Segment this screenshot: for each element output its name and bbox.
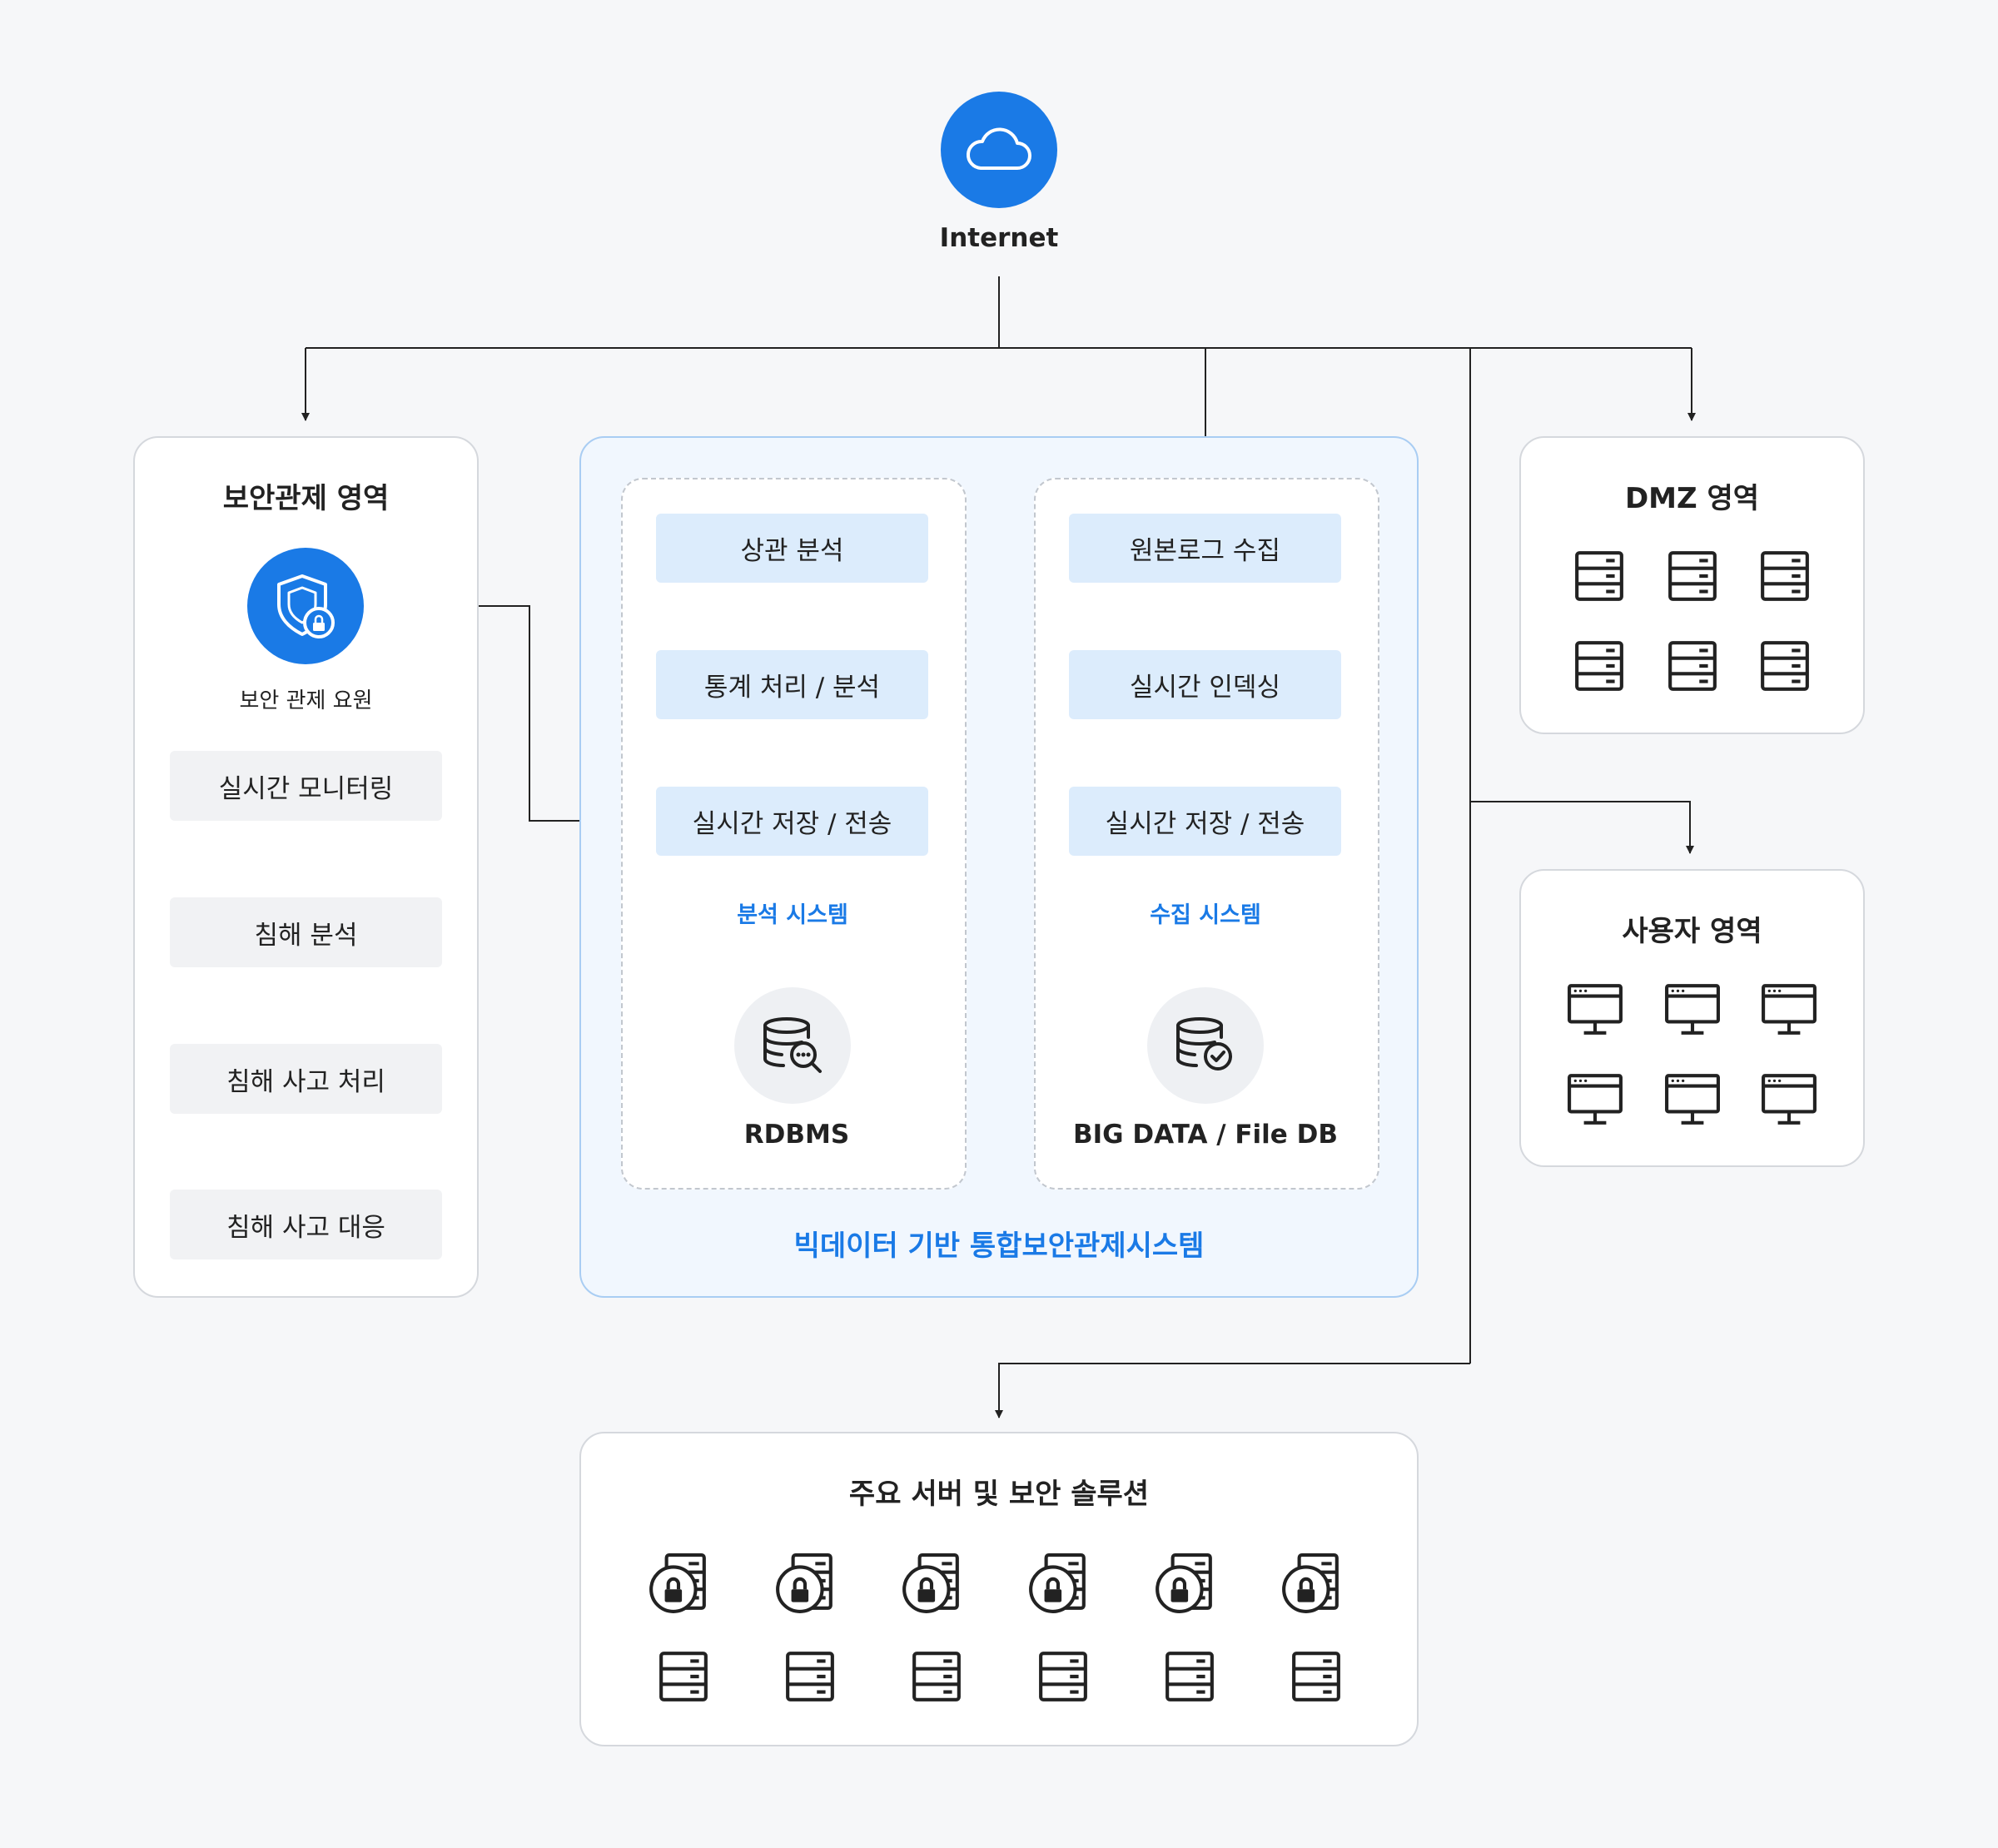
secure-server-icon [1029, 1553, 1086, 1613]
user-area-title: 사용자 영역 [1622, 915, 1762, 948]
internet-node [941, 92, 1057, 208]
server-icon [912, 1652, 961, 1701]
analysis-system-caption: 분석 시스템 [737, 902, 848, 928]
monitor-icon [1665, 984, 1720, 1035]
rdbms-label: RDBMS [743, 1120, 850, 1150]
security-area-panel: 보안관제 영역 보안 관제 요원 실시간 모니터링 침해 분석 침해 사고 처리… [133, 436, 479, 1298]
dmz-area-panel: DMZ 영역 [1519, 436, 1865, 734]
dmz-server-grid [1521, 438, 1863, 733]
server-icon-grid [581, 1433, 1417, 1745]
security-staff-label: 보안 관제 요원 [239, 688, 373, 713]
security-step-analysis: 침해 분석 [170, 897, 442, 967]
server-icon [1575, 641, 1623, 691]
collection-step-raw-log: 원본로그 수집 [1069, 514, 1341, 583]
server-icon [1166, 1652, 1214, 1701]
secure-server-icon [649, 1553, 706, 1613]
monitor-icon [1568, 984, 1623, 1035]
wire-to-server-area [995, 1363, 1470, 1418]
security-staff-node [247, 548, 364, 664]
analysis-step-correlation: 상관 분석 [656, 514, 928, 583]
server-icon [1668, 551, 1717, 601]
server-icon [1761, 641, 1809, 691]
monitor-icon [1568, 1074, 1623, 1125]
secure-server-icon [776, 1553, 832, 1613]
user-monitor-grid [1521, 871, 1863, 1165]
wire-to-user-area [1470, 801, 1694, 854]
server-icon [1761, 551, 1809, 601]
shield-lock-icon [277, 574, 335, 638]
database-check-icon [1176, 1017, 1232, 1071]
analysis-step-statistics: 통계 처리 / 분석 [656, 650, 928, 719]
bigdata-db-label: BIG DATA / File DB [1073, 1120, 1338, 1150]
secure-server-icon [902, 1553, 959, 1613]
bigdata-system-title: 빅데이터 기반 통합보안관제시스템 [793, 1230, 1205, 1263]
cloud-icon [967, 127, 1031, 170]
server-icon [1292, 1652, 1340, 1701]
security-step-incident-response: 침해 사고 대응 [170, 1190, 442, 1259]
monitor-icon [1762, 1074, 1817, 1125]
monitor-icon [1665, 1074, 1720, 1125]
rdbms-node [734, 987, 851, 1104]
analysis-step-storage: 실시간 저장 / 전송 [656, 787, 928, 856]
dmz-area-title: DMZ 영역 [1624, 482, 1760, 515]
security-area-title: 보안관제 영역 [222, 482, 390, 515]
monitor-icon [1762, 984, 1817, 1035]
internet-label: Internet [939, 223, 1059, 253]
collection-step-storage: 실시간 저장 / 전송 [1069, 787, 1341, 856]
user-area-panel: 사용자 영역 [1519, 869, 1865, 1167]
secure-server-icon [1282, 1553, 1339, 1613]
database-search-icon [763, 1017, 822, 1073]
server-area-title: 주요 서버 및 보안 솔루션 [848, 1478, 1150, 1511]
security-step-incident-handling: 침해 사고 처리 [170, 1044, 442, 1114]
server-icon [1668, 641, 1717, 691]
collection-system-caption: 수집 시스템 [1150, 902, 1261, 928]
server-area-panel: 주요 서버 및 보안 솔루션 [579, 1432, 1419, 1746]
server-icon [659, 1652, 708, 1701]
collection-step-indexing: 실시간 인덱싱 [1069, 650, 1341, 719]
bigdata-db-node [1147, 987, 1264, 1104]
server-icon [1575, 551, 1623, 601]
secure-server-icon [1156, 1553, 1212, 1613]
server-icon [786, 1652, 834, 1701]
security-step-monitoring: 실시간 모니터링 [170, 751, 442, 821]
server-icon [1039, 1652, 1087, 1701]
